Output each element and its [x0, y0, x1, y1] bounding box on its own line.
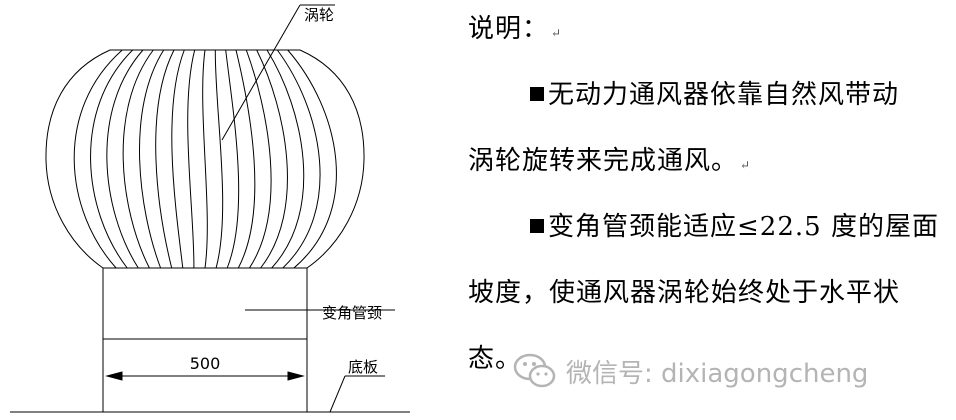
description-heading: 说明：↵	[468, 8, 562, 45]
turbine-blade	[106, 49, 144, 269]
line-4-text: 坡度，使通风器涡轮始终处于水平状	[468, 278, 901, 308]
description-panel: 说明：↵ 无动力通风器依靠自然风带动 涡轮旋转来完成通风。↵ 变角管颈能适应≤2…	[468, 0, 952, 420]
turbine-blade	[235, 49, 256, 269]
black-square-bullet-icon	[530, 219, 544, 233]
line-1-text: 无动力通风器依靠自然风带动	[548, 80, 900, 110]
turbine-blade	[171, 49, 185, 269]
description-line-1: 无动力通风器依靠自然风带动	[530, 74, 899, 111]
line-3-text: 变角管颈能适应≤22.5 度的屋面	[548, 212, 939, 242]
turbine-blade	[187, 49, 196, 269]
adjustable-neck	[102, 267, 308, 340]
paragraph-mark-icon: ↵	[740, 158, 752, 172]
heading-text: 说明：	[468, 14, 550, 44]
turbine-blade	[276, 49, 321, 269]
turbine-blade	[245, 49, 272, 269]
paragraph-mark-icon: ↵	[551, 26, 563, 40]
ventilator-drawing: 涡轮 变角管颈 500 底板	[10, 4, 410, 413]
turbine-blade	[73, 49, 123, 269]
turbine-label: 涡轮	[304, 6, 334, 24]
base-leader-line	[329, 375, 346, 413]
turbine-blades	[73, 49, 337, 269]
turbine-blade	[214, 49, 224, 269]
neck-label-group: 变角管颈	[245, 304, 395, 322]
turbine-blade	[90, 49, 134, 269]
base-label: 底板	[348, 358, 378, 376]
line-5-text: 态。	[468, 344, 523, 374]
description-line-2: 涡轮旋转来完成通风。↵	[468, 140, 751, 177]
description-line-4: 坡度，使通风器涡轮始终处于水平状	[468, 272, 900, 309]
turbine-blade	[122, 49, 154, 269]
turbine-blade	[225, 49, 240, 269]
wechat-icon	[513, 353, 556, 388]
watermark: 微信号: dixiagongcheng	[512, 348, 868, 394]
turbine-blade	[155, 49, 175, 269]
dimension-500	[105, 371, 305, 381]
dimension-value: 500	[190, 354, 221, 373]
turbine-blade	[266, 49, 305, 269]
turbine-blade	[202, 49, 208, 269]
turbine-label-group: 涡轮	[221, 4, 335, 141]
turbine-blade	[287, 49, 337, 269]
turbine-ball	[45, 49, 365, 269]
turbine-blade	[256, 49, 288, 269]
neck-label: 变角管颈	[322, 304, 382, 322]
description-line-3: 变角管颈能适应≤22.5 度的屋面	[530, 206, 939, 243]
description-line-5: 态。	[468, 338, 522, 375]
turbine-blade	[139, 49, 165, 269]
line-2-text: 涡轮旋转来完成通风。	[468, 146, 739, 176]
base-label-group: 底板	[329, 358, 385, 413]
dimension-arrow-right	[287, 371, 305, 381]
dimension-arrow-left	[105, 371, 123, 381]
black-square-bullet-icon	[530, 87, 544, 101]
turbine-leader-line	[221, 4, 301, 141]
watermark-text: 微信号: dixiagongcheng	[566, 358, 869, 389]
